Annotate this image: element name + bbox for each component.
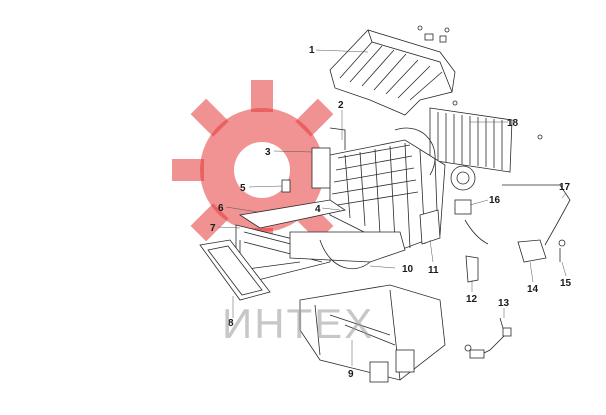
watermark-text: ИНТЕХ [222, 300, 374, 347]
callout-2: 2 [338, 100, 344, 111]
part-top-cover [329, 25, 458, 116]
part-actuator-cable [454, 184, 571, 263]
callout-17: 17 [559, 182, 571, 193]
part-lower-housing [299, 284, 472, 383]
callout-5: 5 [240, 183, 246, 194]
part-cabin-filter [429, 107, 543, 173]
part-side-brackets [419, 209, 479, 283]
callout-3: 3 [265, 147, 271, 158]
callout-9: 9 [348, 369, 354, 380]
callout-8: 8 [228, 318, 234, 329]
callout-1: 1 [309, 45, 315, 56]
part-gasket-frame [199, 239, 271, 301]
callout-15: 15 [560, 278, 572, 289]
part-sensor-wire [469, 317, 512, 359]
part-evaporator-core [311, 127, 476, 251]
callout-11: 11 [428, 265, 439, 276]
callout-10: 10 [402, 264, 414, 275]
callout-7: 7 [210, 223, 216, 234]
part-bracket-small [281, 179, 291, 193]
callout-4: 4 [315, 204, 321, 215]
callout-16: 16 [489, 195, 501, 206]
callout-14: 14 [527, 284, 539, 295]
callout-18: 18 [507, 118, 519, 129]
leader-lines [217, 49, 567, 366]
gear-watermark-icon [172, 80, 352, 260]
callout-13: 13 [498, 298, 510, 309]
callout-12: 12 [466, 294, 478, 305]
callout-6: 6 [218, 203, 224, 214]
part-heater-core [235, 199, 406, 283]
